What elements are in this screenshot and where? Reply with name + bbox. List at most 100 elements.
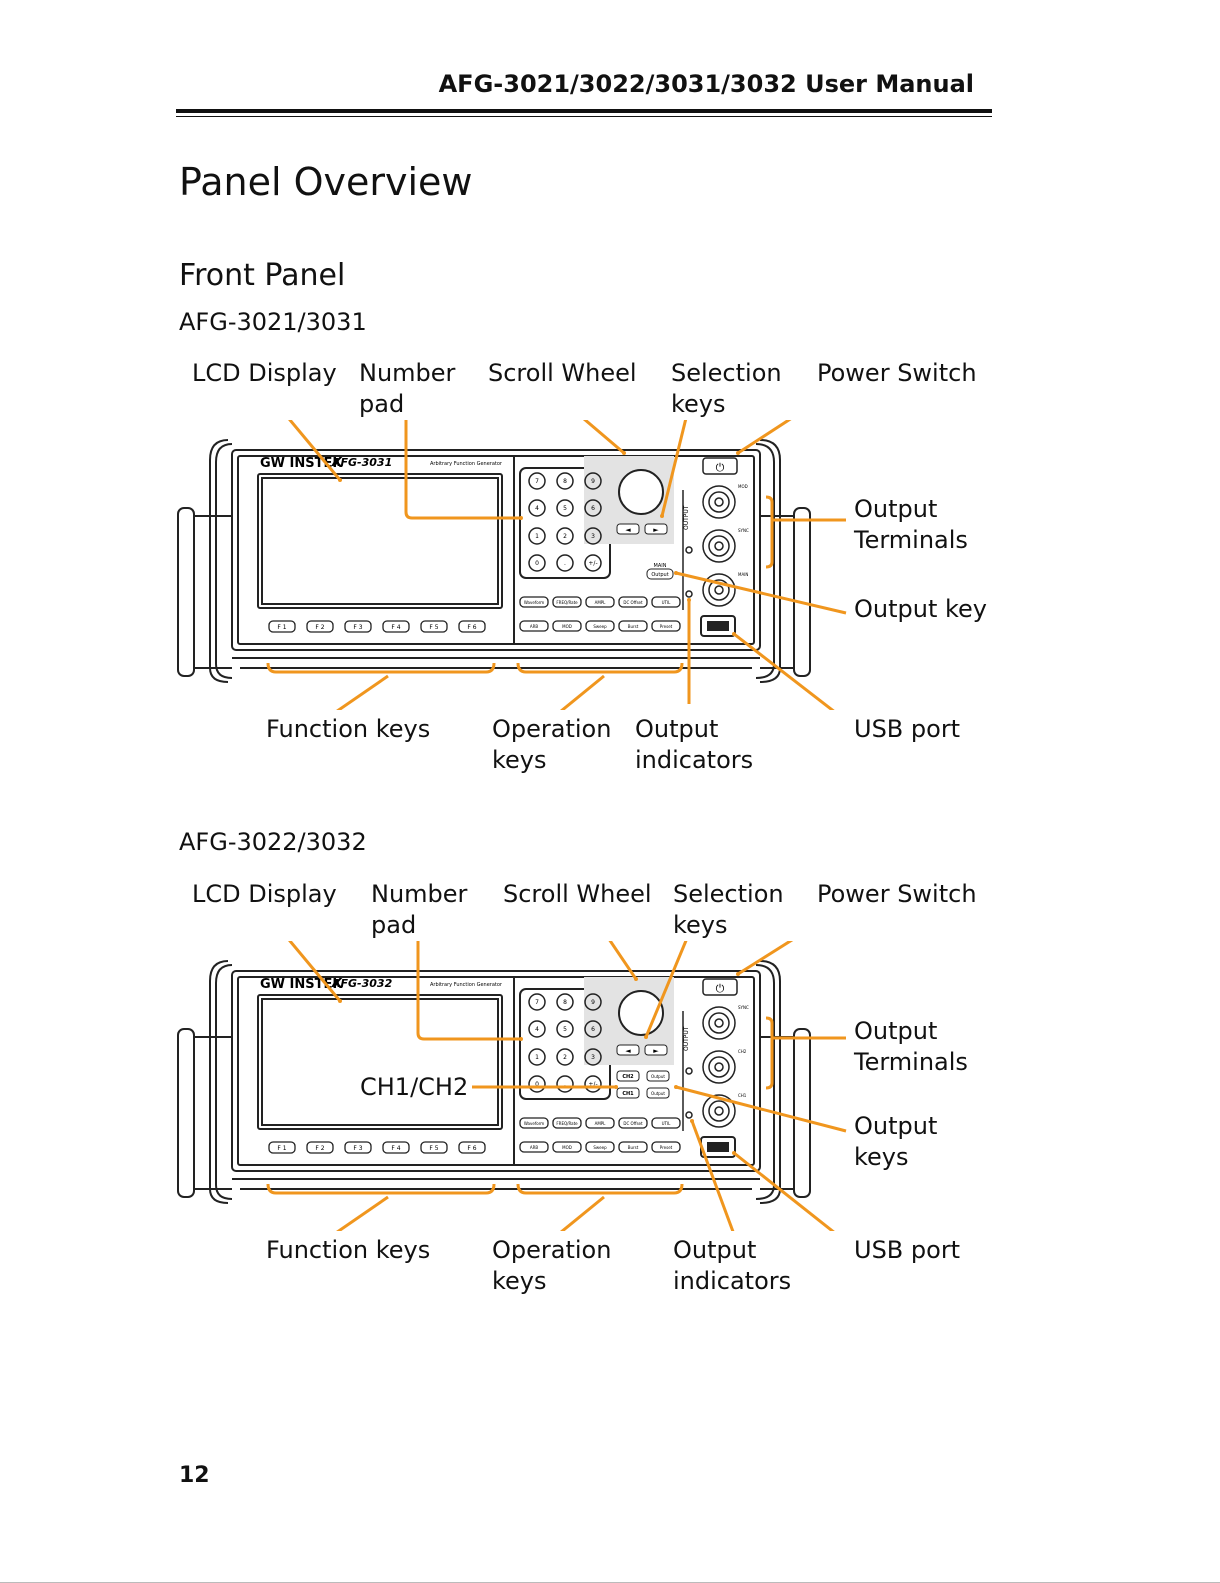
keypad-key: 7 (535, 478, 539, 485)
function-key: F 6 (467, 624, 476, 631)
label-function-keys-2: Function keys (266, 1236, 431, 1264)
front-panel-diagram-1: GW INSTEK AFG-3031 Arbitrary Function Ge… (177, 420, 847, 710)
function-key: F 1 (277, 624, 286, 631)
label-ch1-ch2: CH1/CH2 (360, 1073, 469, 1101)
device-subtitle-2: Arbitrary Function Generator (430, 982, 503, 988)
keypad-key: 8 (563, 999, 567, 1006)
label-scroll-wheel-2: Scroll Wheel (503, 880, 652, 908)
function-key: F 2 (315, 624, 324, 631)
keypad-key: 6 (591, 1026, 595, 1033)
power-icon: ⏻ (716, 461, 725, 474)
label-lcd-display-2: LCD Display (192, 880, 337, 908)
function-key: F 4 (391, 1145, 400, 1152)
label-usb-port: USB port (854, 715, 961, 743)
keypad-key: 0 (535, 560, 539, 567)
function-key: F 3 (353, 1145, 362, 1152)
keypad-key: +/- (588, 560, 597, 567)
keypad-key: 9 (591, 478, 595, 485)
function-key: F 6 (467, 1145, 476, 1152)
device-model-1: AFG-3031 (331, 456, 392, 469)
operation-key: FREQ/Rate (556, 600, 578, 605)
keypad-key: . (564, 560, 566, 567)
operation-key: UTIL (662, 1121, 672, 1126)
terminal-label: CH1 (738, 1093, 747, 1098)
operation-key: Burst (628, 624, 639, 629)
page-number: 12 (179, 1463, 210, 1488)
operation-key: DC Offset (623, 1121, 643, 1126)
function-key: F 1 (277, 1145, 286, 1152)
keypad-key: 1 (535, 1054, 539, 1061)
operation-key: MOD (562, 624, 572, 629)
terminal-label: SYNC (738, 1005, 749, 1010)
output-key-caption: Output (651, 1091, 665, 1096)
label-scroll-wheel: Scroll Wheel (488, 359, 637, 387)
right-arrow-icon: ► (653, 526, 659, 534)
terminal-label: MOD (738, 484, 748, 489)
section-subtitle: Front Panel (179, 258, 346, 293)
callout-lines-2 (266, 941, 847, 1231)
power-icon: ⏻ (716, 982, 725, 995)
keypad-key: 7 (535, 999, 539, 1006)
function-key: F 5 (429, 624, 438, 631)
right-arrow-icon: ► (653, 1047, 659, 1055)
left-arrow-icon: ◄ (625, 1047, 631, 1055)
model-heading-1: AFG-3021/3031 (179, 308, 367, 336)
function-key: F 4 (391, 624, 400, 631)
operation-key: UTIL (662, 600, 672, 605)
label-lcd-display: LCD Display (192, 359, 337, 387)
output-key-caption: Output (651, 1074, 665, 1079)
keypad-key: 1 (535, 533, 539, 540)
callout-lines-1 (266, 420, 847, 710)
keypad-key: 2 (563, 1054, 567, 1061)
operation-key: Sweep (593, 1145, 607, 1150)
keypad-key: . (564, 1081, 566, 1088)
keypad-key: 6 (591, 505, 595, 512)
operation-key: Waveform (524, 600, 544, 605)
main-key-caption: MAIN (654, 563, 667, 569)
label-power-switch-2: Power Switch (817, 880, 977, 908)
function-key: F 2 (315, 1145, 324, 1152)
operation-key: Sweep (593, 624, 607, 629)
operation-key: MOD (562, 1145, 572, 1150)
output-section-label: OUTPUT (683, 1026, 690, 1051)
operation-key: AMPL (595, 600, 607, 605)
operation-key: Waveform (524, 1121, 544, 1126)
keypad-key: 0 (535, 1081, 539, 1088)
left-arrow-icon: ◄ (625, 526, 631, 534)
header-rule-thin (176, 116, 992, 117)
function-key: F 5 (429, 1145, 438, 1152)
output-section-label: OUTPUT (683, 505, 690, 530)
label-output-key: Output key (854, 595, 988, 623)
function-key: F 3 (353, 624, 362, 631)
operation-key: DC Offset (623, 600, 643, 605)
device-subtitle-1: Arbitrary Function Generator (430, 461, 503, 467)
terminal-label: CH2 (738, 1049, 747, 1054)
running-header: AFG-3021/3022/3031/3032 User Manual (438, 70, 974, 98)
operation-key: AMPL (595, 1121, 607, 1126)
label-function-keys: Function keys (266, 715, 431, 743)
keypad-key: 3 (591, 533, 595, 540)
page-title: Panel Overview (179, 160, 473, 204)
ch2-key: CH2 (622, 1074, 634, 1080)
keypad-key: 9 (591, 999, 595, 1006)
terminal-label: SYNC (738, 528, 749, 533)
keypad-key: +/- (588, 1081, 597, 1088)
operation-key: Burst (628, 1145, 639, 1150)
keypad-key: 2 (563, 533, 567, 540)
keypad-key: 8 (563, 478, 567, 485)
device-model-2: AFG-3032 (331, 977, 393, 990)
ch1-key: CH1 (622, 1091, 634, 1097)
keypad-key: 3 (591, 1054, 595, 1061)
keypad-key: 4 (535, 1026, 539, 1033)
keypad-key: 5 (563, 1026, 567, 1033)
operation-key: ARB (530, 1145, 539, 1150)
keypad-key: 4 (535, 505, 539, 512)
operation-key: Preset (660, 624, 673, 629)
